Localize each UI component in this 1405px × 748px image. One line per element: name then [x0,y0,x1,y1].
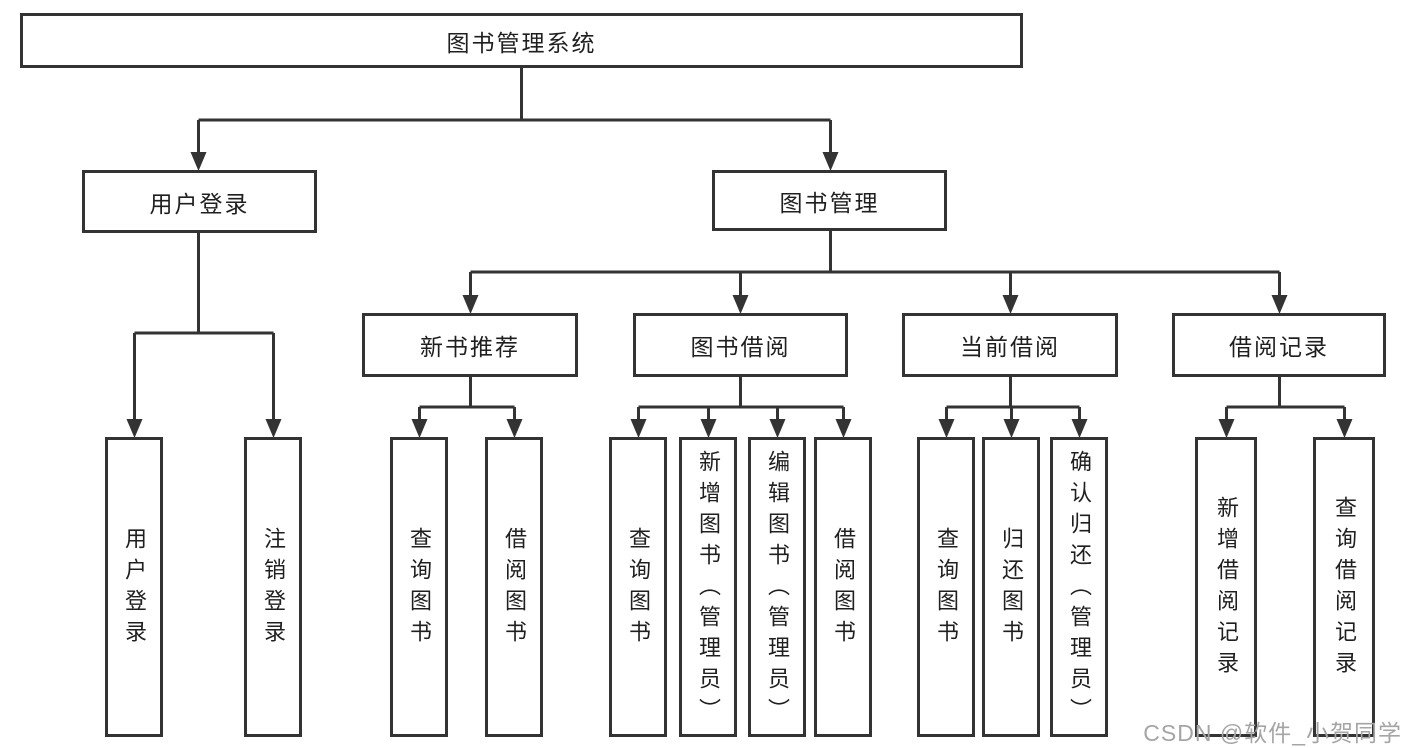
node-leaf-return-book: 归还图书 [982,437,1040,737]
node-leaf-confirm-return-admin: 确认归还（管理员） [1050,437,1108,737]
watermark: CSDN @软件_小贺同学 [1143,720,1402,746]
node-section-book-borrow: 图书借阅 [633,313,848,377]
node-leaf-query-borrow-record: 查询借阅记录 [1313,437,1375,737]
node-leaf-label: 确认归还（管理员） [1067,449,1092,729]
node-leaf-borrow-book: 借阅图书 [814,437,872,737]
node-leaf-label: 归还图书 [999,527,1024,651]
node-root-label: 图书管理系统 [446,29,597,56]
node-user-login: 用户登录 [82,170,317,233]
node-book-management: 图书管理 [712,170,947,231]
node-section-current-borrow: 当前借阅 [902,313,1118,377]
node-leaf-query-book: 查询图书 [609,437,667,737]
node-leaf-query-book: 查询图书 [917,437,975,737]
node-leaf-label: 查询借阅记录 [1332,496,1357,682]
node-user-login-label: 用户登录 [149,190,250,217]
node-leaf-edit-book-admin: 编辑图书（管理员） [748,437,806,737]
node-section-label: 图书借阅 [690,334,791,360]
node-root: 图书管理系统 [20,13,1023,68]
node-leaf-label: 新增借阅记录 [1214,496,1239,682]
arrowheads [126,152,1353,438]
node-section-borrow-record: 借阅记录 [1172,313,1386,377]
node-leaf-borrow-book: 借阅图书 [485,437,543,737]
node-leaf-label: 编辑图书（管理员） [765,449,790,729]
node-leaf-label: 用户登录 [122,527,147,651]
node-leaf-add-book-admin: 新增图书（管理员） [679,437,737,737]
node-section-label: 新书推荐 [420,334,520,360]
node-leaf-label: 查询图书 [407,527,432,651]
node-leaf-add-borrow-record: 新增借阅记录 [1195,437,1257,737]
node-section-label: 借阅记录 [1229,334,1329,360]
node-leaf-label: 注销登录 [261,527,286,651]
node-leaf-label: 查询图书 [626,527,651,651]
node-leaf-user-login: 用户登录 [105,437,163,737]
node-leaf-logout: 注销登录 [244,437,302,737]
node-leaf-query-book: 查询图书 [390,437,448,737]
node-leaf-label: 查询图书 [934,527,959,651]
node-leaf-label: 新增图书（管理员） [696,449,721,729]
node-book-management-label: 图书管理 [779,189,880,216]
node-leaf-label: 借阅图书 [831,527,856,651]
node-section-label: 当前借阅 [960,334,1060,360]
node-section-new-book: 新书推荐 [362,313,578,377]
node-leaf-label: 借阅图书 [502,527,527,651]
